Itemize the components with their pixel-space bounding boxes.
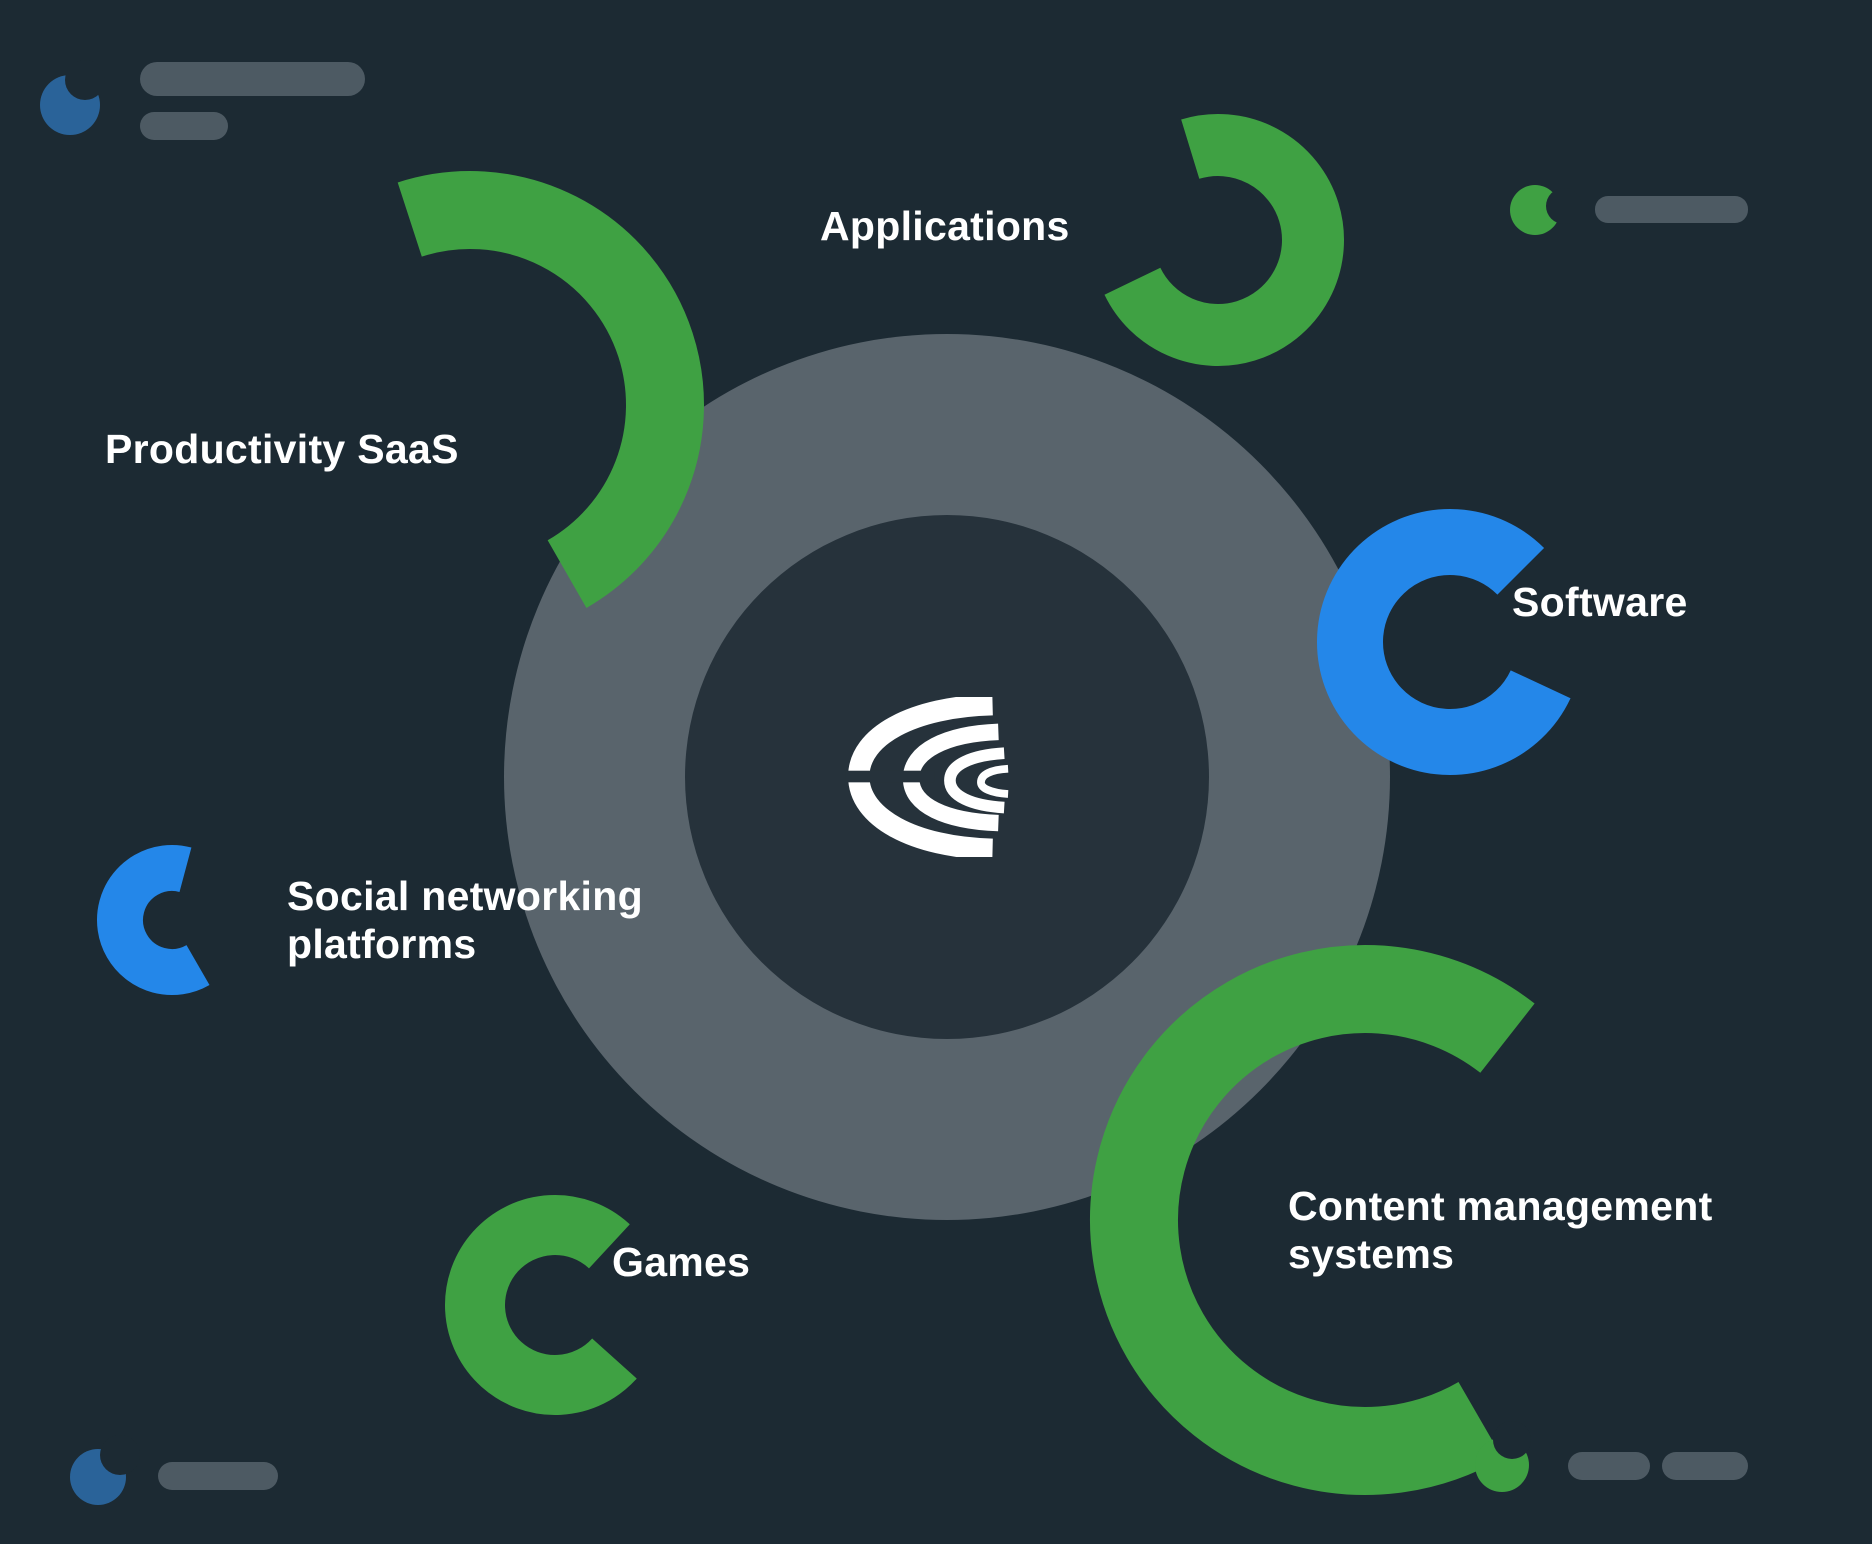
decoration-bottom-right	[1475, 1421, 1748, 1492]
placeholder-bar	[140, 112, 228, 140]
logo-band-3	[944, 747, 1005, 814]
decoration-top-left	[40, 60, 365, 140]
placeholder-bar	[1595, 196, 1748, 223]
label-content-management-systems: Content management systems	[1288, 1183, 1713, 1278]
placeholder-bar	[1568, 1452, 1650, 1480]
acquia-swirl-logo	[845, 694, 1009, 860]
label-software: Software	[1512, 579, 1688, 625]
arc-software	[1317, 509, 1583, 775]
pac-bite	[1546, 188, 1582, 224]
label-games: Games	[612, 1239, 751, 1285]
logo-band-4	[977, 764, 1009, 798]
arc-games	[445, 1195, 665, 1415]
pac-green-icon	[1510, 185, 1560, 235]
arc-social-networking	[97, 845, 247, 995]
pac-bite	[65, 60, 105, 100]
label-social-networking-platforms: Social networking platforms	[287, 873, 643, 968]
placeholder-bar	[140, 62, 365, 96]
arc-applications	[1092, 114, 1344, 366]
placeholder-bar	[1662, 1452, 1748, 1480]
label-productivity-saas: Productivity SaaS	[105, 426, 459, 472]
arc-content-management	[1090, 945, 1640, 1495]
pac-bite	[1493, 1421, 1531, 1459]
placeholder-bar	[158, 1462, 278, 1490]
label-applications: Applications	[820, 203, 1070, 249]
logo-slit	[845, 770, 935, 783]
decoration-top-right	[1510, 185, 1748, 235]
arc-productivity-saas	[236, 171, 704, 639]
center-logo	[842, 694, 1052, 860]
decoration-bottom-left	[70, 1435, 278, 1505]
pac-bite	[100, 1435, 140, 1475]
